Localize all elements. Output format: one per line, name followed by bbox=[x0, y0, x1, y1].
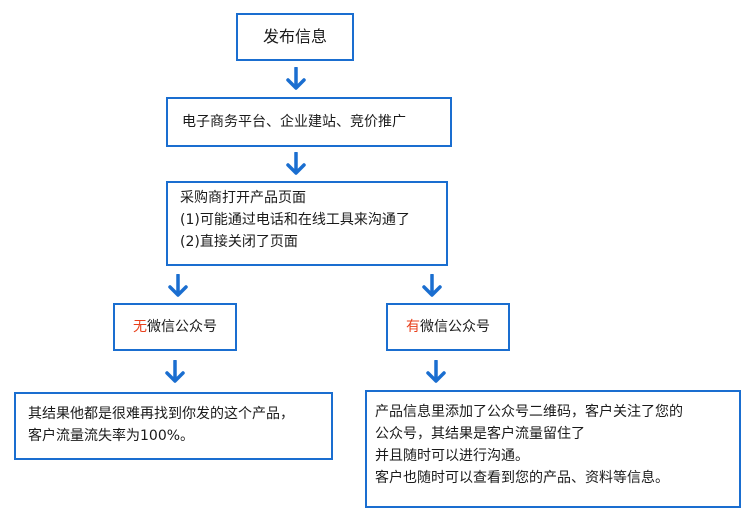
node-has-result-line: 并且随时可以进行沟通。 bbox=[375, 448, 529, 464]
node-buyer: 采购商打开产品页面 (1)可能通过电话和在线工具来沟通了 (2)直接关闭了页面 bbox=[166, 181, 448, 266]
node-buyer-line: (1)可能通过电话和在线工具来沟通了 bbox=[180, 212, 410, 228]
node-no-result: 其结果他都是很难再找到你发的这个产品， 客户流量流失率为100%。 bbox=[14, 392, 333, 460]
node-has-wechat-prefix: 有 bbox=[406, 319, 420, 335]
arrow-down-icon bbox=[167, 274, 189, 298]
node-no-wechat-prefix: 无 bbox=[133, 319, 147, 335]
node-has-wechat: 有微信公众号 bbox=[386, 303, 510, 351]
arrow-down-icon bbox=[421, 274, 443, 298]
arrow-down-icon bbox=[164, 360, 186, 384]
node-has-wechat-label: 有微信公众号 bbox=[406, 316, 490, 338]
node-has-result-line: 客户也随时可以查看到您的产品、资料等信息。 bbox=[375, 470, 669, 486]
node-no-result-line: 客户流量流失率为100%。 bbox=[28, 428, 195, 444]
node-publish: 发布信息 bbox=[236, 13, 354, 61]
arrow-down-icon bbox=[285, 152, 307, 176]
node-no-result-line: 其结果他都是很难再找到你发的这个产品， bbox=[28, 406, 294, 422]
node-has-wechat-text: 微信公众号 bbox=[420, 319, 490, 335]
node-has-result-line: 产品信息里添加了公众号二维码，客户关注了您的 bbox=[375, 404, 683, 420]
node-buyer-line: 采购商打开产品页面 bbox=[180, 190, 306, 206]
node-no-wechat-label: 无微信公众号 bbox=[133, 316, 217, 338]
node-buyer-line: (2)直接关闭了页面 bbox=[180, 234, 298, 250]
node-publish-label: 发布信息 bbox=[262, 27, 327, 46]
arrow-down-icon bbox=[425, 360, 447, 384]
node-channels: 电子商务平台、企业建站、竞价推广 bbox=[166, 97, 452, 147]
arrow-down-icon bbox=[285, 67, 307, 91]
node-channels-label: 电子商务平台、企业建站、竞价推广 bbox=[182, 114, 406, 130]
node-no-wechat-text: 微信公众号 bbox=[147, 319, 217, 335]
node-has-result-line: 公众号，其结果是客户流量留住了 bbox=[375, 426, 585, 442]
node-has-result: 产品信息里添加了公众号二维码，客户关注了您的 公众号，其结果是客户流量留住了 并… bbox=[365, 390, 741, 508]
node-no-wechat: 无微信公众号 bbox=[113, 303, 237, 351]
